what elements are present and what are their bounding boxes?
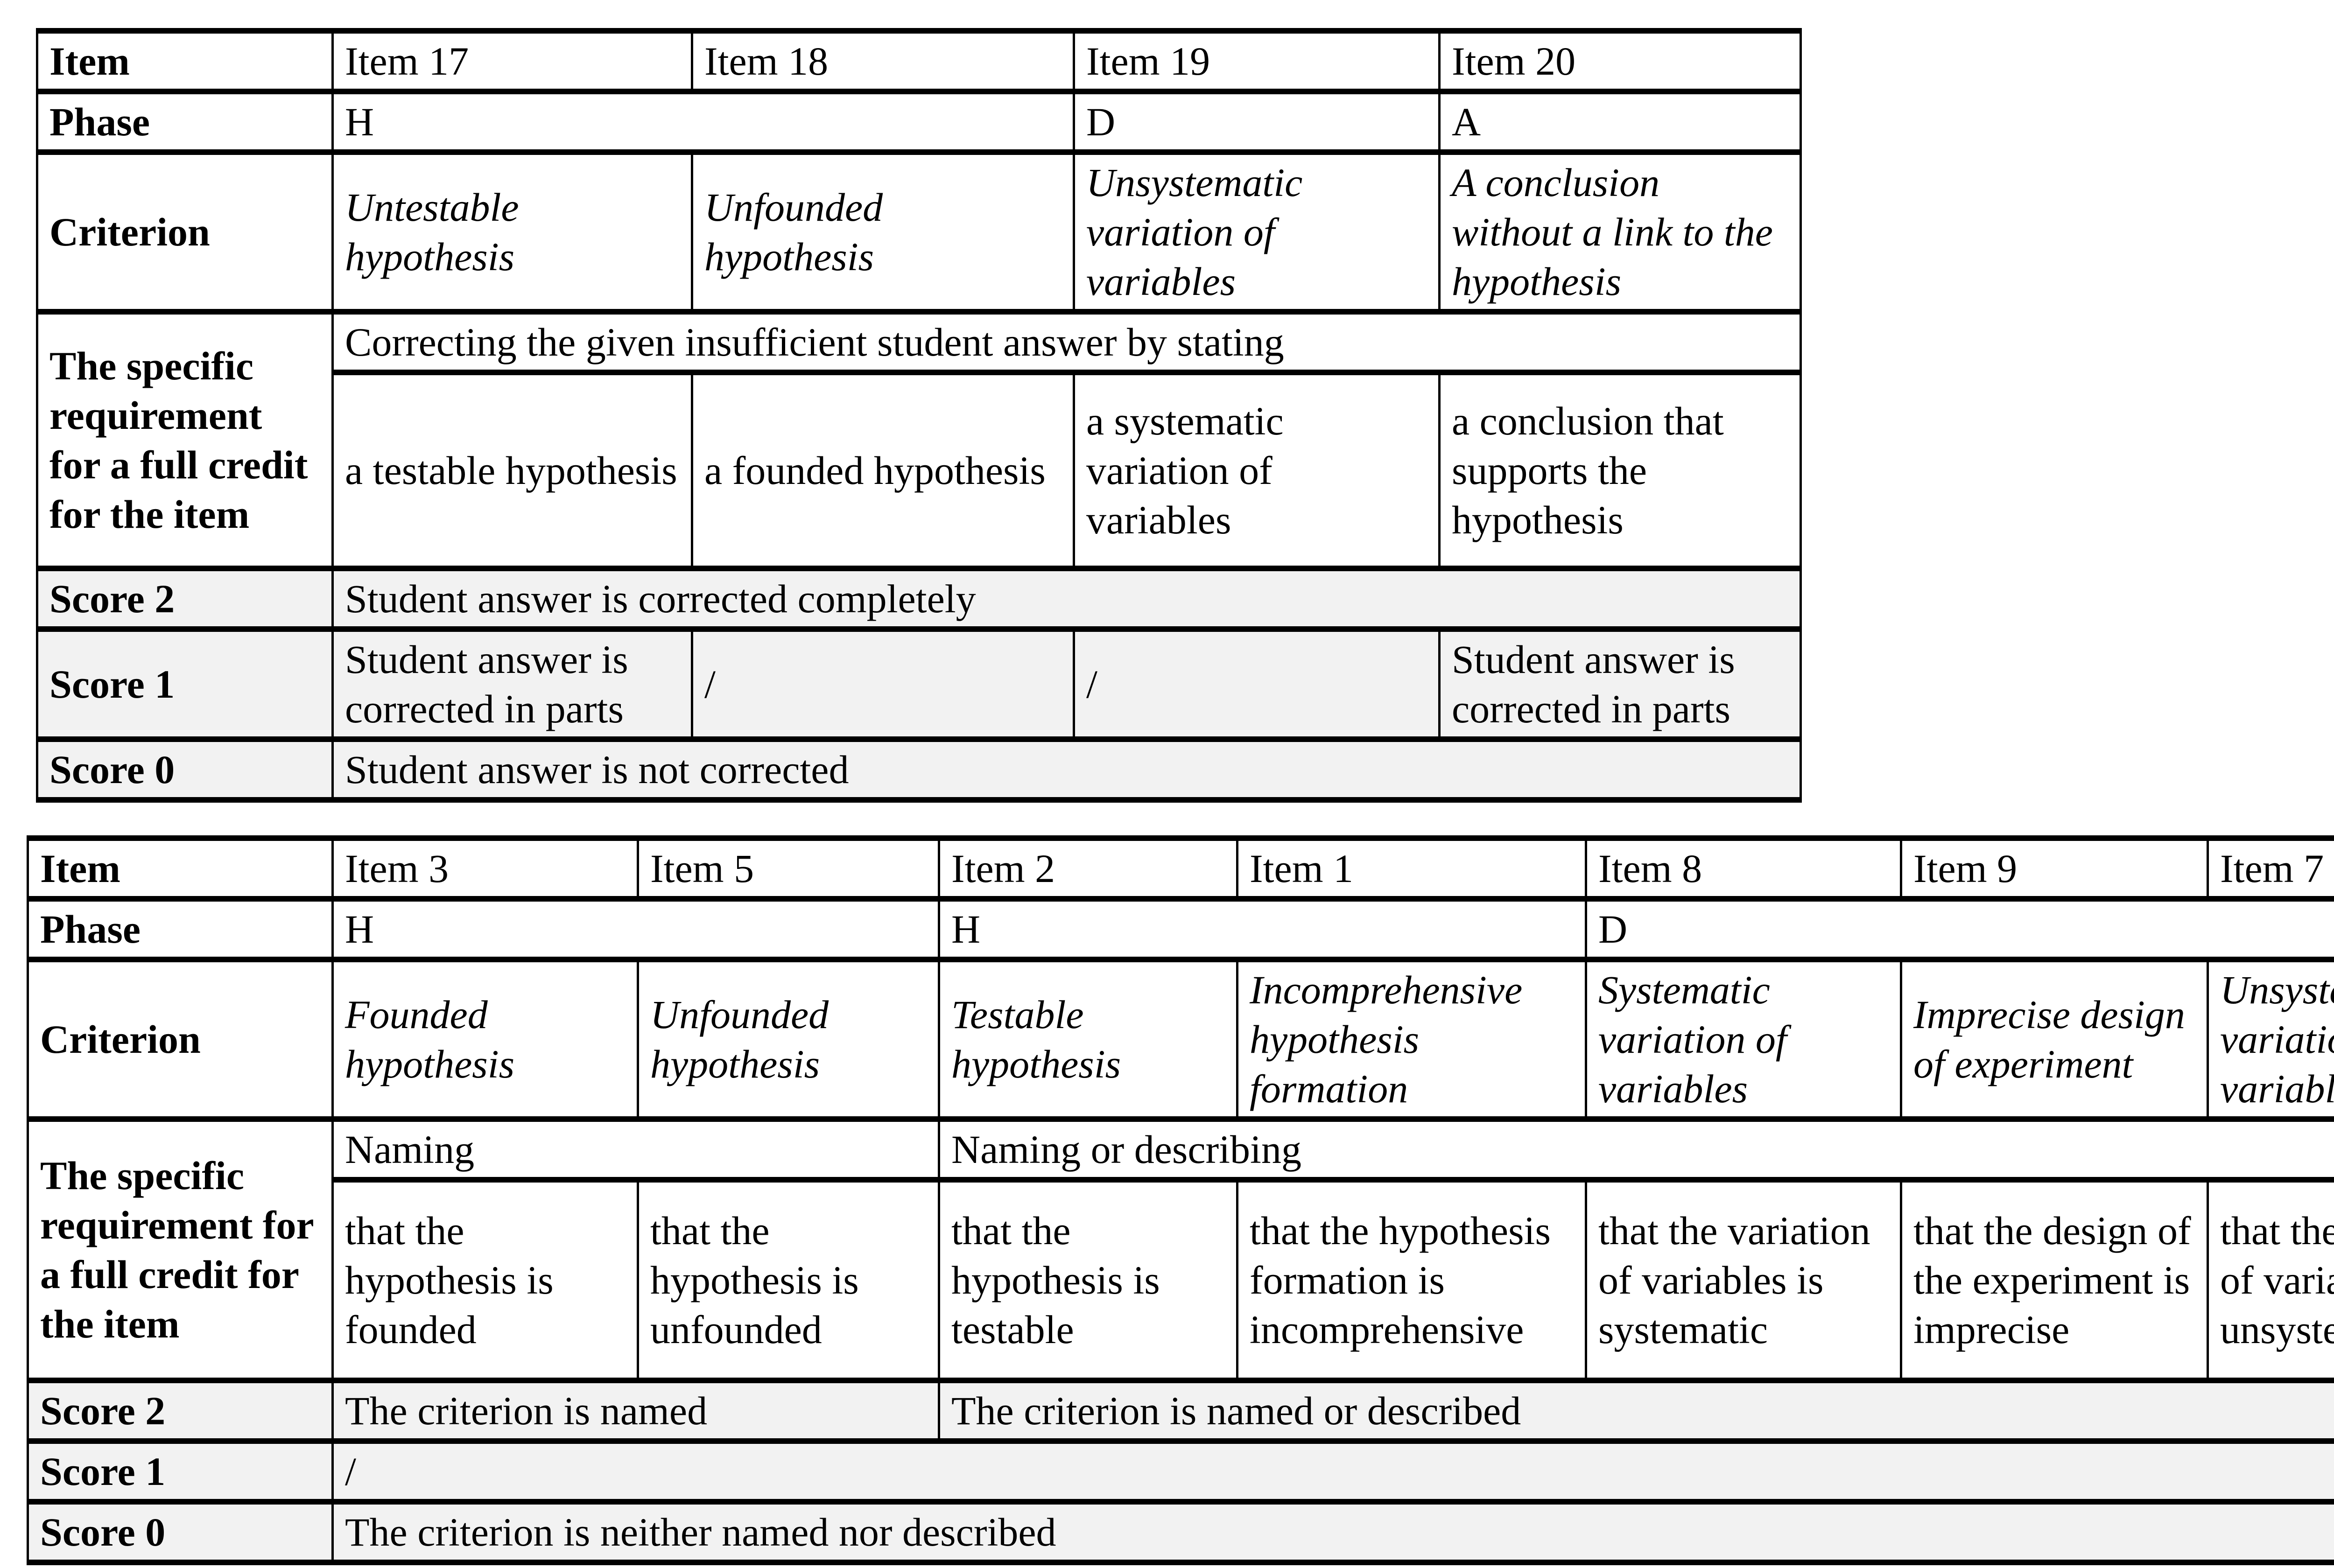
t2-phase-row: Phase H H D A <box>27 896 2334 962</box>
t2-criterion-cell: Imprecise design of experiment <box>1900 957 2209 1122</box>
t2-row-label-score0: Score 0 <box>27 1499 334 1565</box>
t1-criterion-cell: Unsystematic variation of variables <box>1073 149 1441 315</box>
t1-score0-row: Score 0 Student answer is not corrected <box>36 736 1802 803</box>
t2-item-header: Item 3 <box>331 835 639 902</box>
t2-row-label-phase: Phase <box>27 896 334 962</box>
t2-phase-cell: H <box>331 896 940 962</box>
t1-requirement-header-cell: Correcting the given insufficient studen… <box>331 309 1802 375</box>
t1-row-label-score0: Score 0 <box>36 736 334 803</box>
t1-phase-cell: H <box>331 89 1075 155</box>
t2-requirement-header-cell: Naming or describing <box>938 1116 2334 1183</box>
t1-item-header: Item 17 <box>331 28 693 94</box>
rubric-table-items-17-20: Item Item 17 Item 18 Item 19 Item 20 Pha… <box>36 28 1802 803</box>
t2-requirement-cell: that the hypothesis is testable <box>938 1177 1238 1383</box>
t1-phase-cell: A <box>1438 89 1802 155</box>
t1-requirement-cell: a founded hypothesis <box>691 370 1075 571</box>
t1-requirement-cell: a systematic variation of variables <box>1073 370 1441 571</box>
t1-row-label-item: Item <box>36 28 334 94</box>
t1-score1-cell: Student answer is corrected in parts <box>331 626 693 742</box>
t2-requirement-cell: that the variation of variables is unsys… <box>2207 1177 2334 1383</box>
t2-item-header: Item 8 <box>1585 835 1902 902</box>
t1-item-header: Item 18 <box>691 28 1075 94</box>
t1-row-label-score2: Score 2 <box>36 566 334 632</box>
t1-score2-cell: Student answer is corrected completely <box>331 566 1802 632</box>
t1-criterion-row: Criterion Untestable hypothesis Unfounde… <box>36 149 1802 315</box>
t1-phase-row: Phase H D A <box>36 89 1802 155</box>
t2-requirement-header-row: The specific requirement for a full cred… <box>27 1116 2334 1383</box>
t2-criterion-cell: Testable hypothesis <box>938 957 1238 1122</box>
t2-criterion-cell: Systematic variation of variables <box>1585 957 1902 1122</box>
t1-score1-row: Score 1 Student answer is corrected in p… <box>36 626 1802 742</box>
t2-phase-cell: H <box>938 896 1587 962</box>
t2-criterion-cell: Unfounded hypothesis <box>637 957 940 1122</box>
t2-row-label-criterion: Criterion <box>27 957 334 1122</box>
t1-row-label-phase: Phase <box>36 89 334 155</box>
t1-score1-cell: Student answer is corrected in parts <box>1438 626 1802 742</box>
t1-score1-slash-cell: / <box>1073 626 1441 742</box>
t2-score0-cell: The criterion is neither named nor descr… <box>331 1499 2334 1565</box>
t2-requirement-row: that the hypothesis is founded that the … <box>28 1177 2334 1383</box>
t1-score0-cell: Student answer is not corrected <box>331 736 1802 803</box>
t1-item-row: Item Item 17 Item 18 Item 19 Item 20 <box>36 28 1802 94</box>
t1-phase-cell: D <box>1073 89 1441 155</box>
t1-row-label-criterion: Criterion <box>36 149 334 315</box>
t2-score2-cell: The criterion is named or described <box>938 1378 2334 1444</box>
rubric-table-items-3-12: Item Item 3 Item 5 Item 2 Item 1 Item 8 … <box>27 835 2334 1565</box>
t2-score1-slash-cell: / <box>331 1438 2334 1505</box>
t2-item-header: Item 2 <box>938 835 1238 902</box>
t1-item-header: Item 20 <box>1438 28 1802 94</box>
t2-row-label-score1: Score 1 <box>27 1438 334 1505</box>
t1-requirement-row: a testable hypothesis a founded hypothes… <box>37 370 1802 571</box>
t2-requirement-cell: that the hypothesis is founded <box>331 1177 639 1383</box>
t2-row-label-score2: Score 2 <box>27 1378 334 1444</box>
t1-criterion-cell: Unfounded hypothesis <box>691 149 1075 315</box>
t1-criterion-cell: Untestable hypothesis <box>331 149 693 315</box>
t1-criterion-cell: A conclusion without a link to the hypot… <box>1438 149 1802 315</box>
t1-row-label-score1: Score 1 <box>36 626 334 742</box>
t2-item-row: Item Item 3 Item 5 Item 2 Item 1 Item 8 … <box>27 835 2334 902</box>
t2-score0-row: Score 0 The criterion is neither named n… <box>27 1499 2334 1565</box>
t2-criterion-row: Criterion Founded hypothesis Unfounded h… <box>27 957 2334 1122</box>
t2-score2-row: Score 2 The criterion is named The crite… <box>27 1378 2334 1444</box>
t2-criterion-cell: Unsystematic variation of variables <box>2207 957 2334 1122</box>
t2-requirement-cell: that the hypothesis formation is incompr… <box>1236 1177 1587 1383</box>
t2-item-header: Item 7 <box>2207 835 2334 902</box>
t1-requirement-header-row: The specific requirement for a full cred… <box>36 309 1802 571</box>
t1-score2-row: Score 2 Student answer is corrected comp… <box>36 566 1802 632</box>
t2-item-header: Item 9 <box>1900 835 2209 902</box>
t2-row-label-requirement: The specific requirement for a full cred… <box>27 1116 334 1383</box>
t2-row-label-item: Item <box>27 835 334 902</box>
t2-criterion-cell: Incomprehensive hypothesis formation <box>1236 957 1587 1122</box>
t2-item-header: Item 5 <box>637 835 940 902</box>
t1-row-label-requirement: The specific requirement for a full cred… <box>36 309 334 571</box>
t2-requirement-header-cell: Naming <box>331 1116 940 1183</box>
t2-score2-cell: The criterion is named <box>331 1378 940 1444</box>
t2-requirement-cell: that the design of the experiment is imp… <box>1900 1177 2209 1383</box>
t2-score1-row: Score 1 / <box>27 1438 2334 1505</box>
t2-item-header: Item 1 <box>1236 835 1587 902</box>
t2-requirement-cell: that the hypothesis is unfounded <box>637 1177 940 1383</box>
t1-requirement-cell: a testable hypothesis <box>331 370 693 571</box>
t1-requirement-cell: a conclusion that supports the hypothesi… <box>1438 370 1802 571</box>
t1-score1-slash-cell: / <box>691 626 1075 742</box>
t2-criterion-cell: Founded hypothesis <box>331 957 639 1122</box>
t2-requirement-cell: that the variation of variables is syste… <box>1585 1177 1902 1383</box>
t2-phase-cell: D <box>1585 896 2334 962</box>
t1-item-header: Item 19 <box>1073 28 1441 94</box>
